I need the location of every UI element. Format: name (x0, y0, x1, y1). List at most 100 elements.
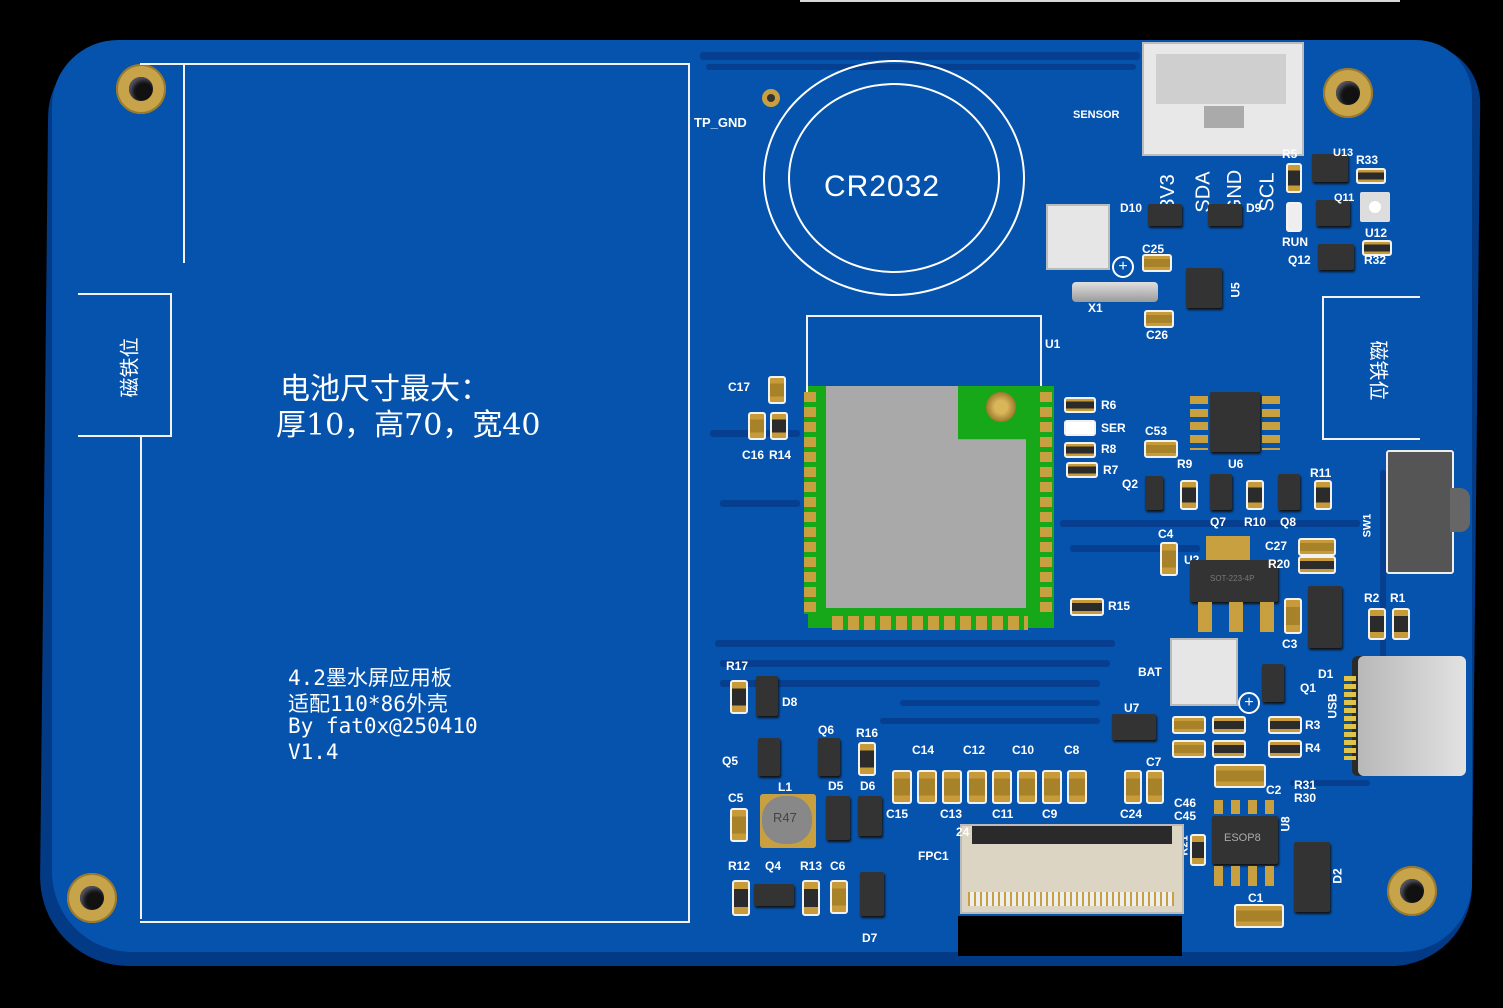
battery-size-note-line2: 厚10，高70，宽40 (276, 408, 541, 443)
R12-label: R12 (728, 859, 751, 873)
capacitor-C9 (1042, 770, 1062, 804)
module-left-pads (804, 392, 816, 614)
U8-bottom-pads (1214, 866, 1276, 886)
trace-right-2 (1290, 780, 1370, 786)
Q5-label: Q5 (722, 754, 739, 768)
charger-ic-U8: ESOP8 (1212, 816, 1278, 864)
capacitor-C4 (1160, 542, 1178, 576)
R13-label: R13 (800, 859, 823, 873)
R14-label: R14 (769, 448, 792, 462)
C3-label: C3 (1282, 637, 1298, 651)
board-info-line4: V1.4 (288, 740, 339, 764)
C10-label: C10 (1012, 743, 1035, 757)
usb-c-connector[interactable] (1358, 656, 1466, 776)
C17-label: C17 (728, 380, 751, 394)
resistor-R8 (1064, 442, 1096, 458)
C6-label: C6 (830, 859, 846, 873)
tactile-switch-SW1[interactable] (1386, 450, 1454, 574)
R32-label: R32 (1364, 253, 1387, 267)
magnet-area-left (78, 293, 172, 437)
U6-pads-left (1190, 396, 1208, 450)
capacitor-C3 (1284, 598, 1302, 634)
FPC-pin24-label: 24 (956, 825, 970, 839)
Q8-label: Q8 (1280, 515, 1297, 529)
capacitor-C11 (992, 770, 1012, 804)
battery-area-outline (140, 63, 690, 923)
Q2-label: Q2 (1122, 477, 1139, 491)
capacitor-C13 (942, 770, 962, 804)
U8-label: U8 (1278, 816, 1293, 832)
R2-label: R2 (1364, 591, 1380, 605)
D8-label: D8 (782, 695, 798, 709)
module-bottom-pads (832, 616, 1028, 630)
BAT-label: BAT (1138, 665, 1162, 679)
diode-D8 (756, 676, 778, 716)
capacitor-near-U7-1 (1172, 716, 1206, 734)
switch-actuator[interactable] (1450, 488, 1470, 532)
capacitor-C26 (1144, 310, 1174, 328)
trace-mid-3 (1060, 520, 1360, 527)
sensor-ic-U12 (1360, 192, 1390, 222)
U13-label: U13 (1333, 147, 1354, 159)
C9-label: C9 (1042, 807, 1058, 821)
resistor-R20 (1298, 556, 1336, 574)
capacitor-C25 (1142, 254, 1172, 272)
Q7-label: Q7 (1210, 515, 1227, 529)
regulator-tab (1206, 536, 1250, 562)
capacitor-C2 (1214, 764, 1266, 788)
mounting-hole-bottom-right (1387, 866, 1437, 916)
U12-label: U12 (1365, 226, 1388, 240)
ic-U13 (1312, 154, 1348, 182)
Q4-label: Q4 (765, 859, 782, 873)
diode-D7 (860, 872, 884, 916)
trace-low-5 (880, 718, 1100, 724)
resistor-R5 (1286, 163, 1302, 193)
diode-D2 (1294, 842, 1330, 912)
fpc-connector-FPC1[interactable] (960, 824, 1184, 914)
C12-label: C12 (963, 743, 986, 757)
D6-label: D6 (860, 779, 876, 793)
resistor-R21 (1190, 834, 1206, 866)
transistor-Q12 (1318, 244, 1354, 270)
C1-label: C1 (1248, 891, 1264, 905)
ic-U6 (1210, 392, 1260, 452)
resistor-R9 (1180, 480, 1198, 510)
magnet-label-right: 磁铁位 (1366, 340, 1391, 401)
module-antenna-keepout (806, 315, 1042, 393)
board-cutout (958, 916, 1182, 956)
transistor-Q11 (1316, 200, 1350, 226)
R17-label: R17 (726, 659, 749, 673)
trace-low-1 (715, 640, 1115, 647)
capacitor-C16 (748, 412, 766, 440)
transistor-Q6 (818, 738, 840, 776)
R10-label: R10 (1244, 515, 1267, 529)
battery-connector (1170, 638, 1238, 706)
U6-pads-right (1262, 396, 1280, 450)
R4-label: R4 (1305, 741, 1321, 755)
D5-label: D5 (828, 779, 844, 793)
capacitor-C17 (768, 376, 786, 404)
R8-label: R8 (1101, 442, 1117, 456)
R31-label: R31 (1294, 778, 1317, 792)
resistor-R17 (730, 680, 748, 714)
R16-label: R16 (856, 726, 879, 740)
capacitor-C5 (730, 808, 748, 842)
D1-label: D1 (1318, 667, 1334, 681)
R3-label: R3 (1305, 718, 1321, 732)
resistor-R3 (1268, 716, 1302, 734)
U1-label: U1 (1045, 337, 1061, 351)
R11-label: R11 (1310, 466, 1332, 480)
transistor-Q1 (1262, 664, 1284, 702)
resistor-near-U7-1 (1212, 716, 1246, 734)
crystal-X1 (1072, 282, 1158, 302)
C45-label: C45 (1174, 809, 1197, 823)
C16-label: C16 (742, 448, 765, 462)
resistor-R2 (1368, 608, 1386, 640)
polarity-marker-plus: + (1112, 256, 1134, 278)
SER-label: SER (1101, 421, 1126, 435)
U8-top-pads (1214, 800, 1276, 814)
L1-label: L1 (778, 780, 793, 794)
regulator-U2: SOT-223-4P (1190, 560, 1278, 602)
testpoint-gnd-label: TP_GND (694, 115, 747, 130)
FPC1-label: FPC1 (918, 849, 949, 863)
